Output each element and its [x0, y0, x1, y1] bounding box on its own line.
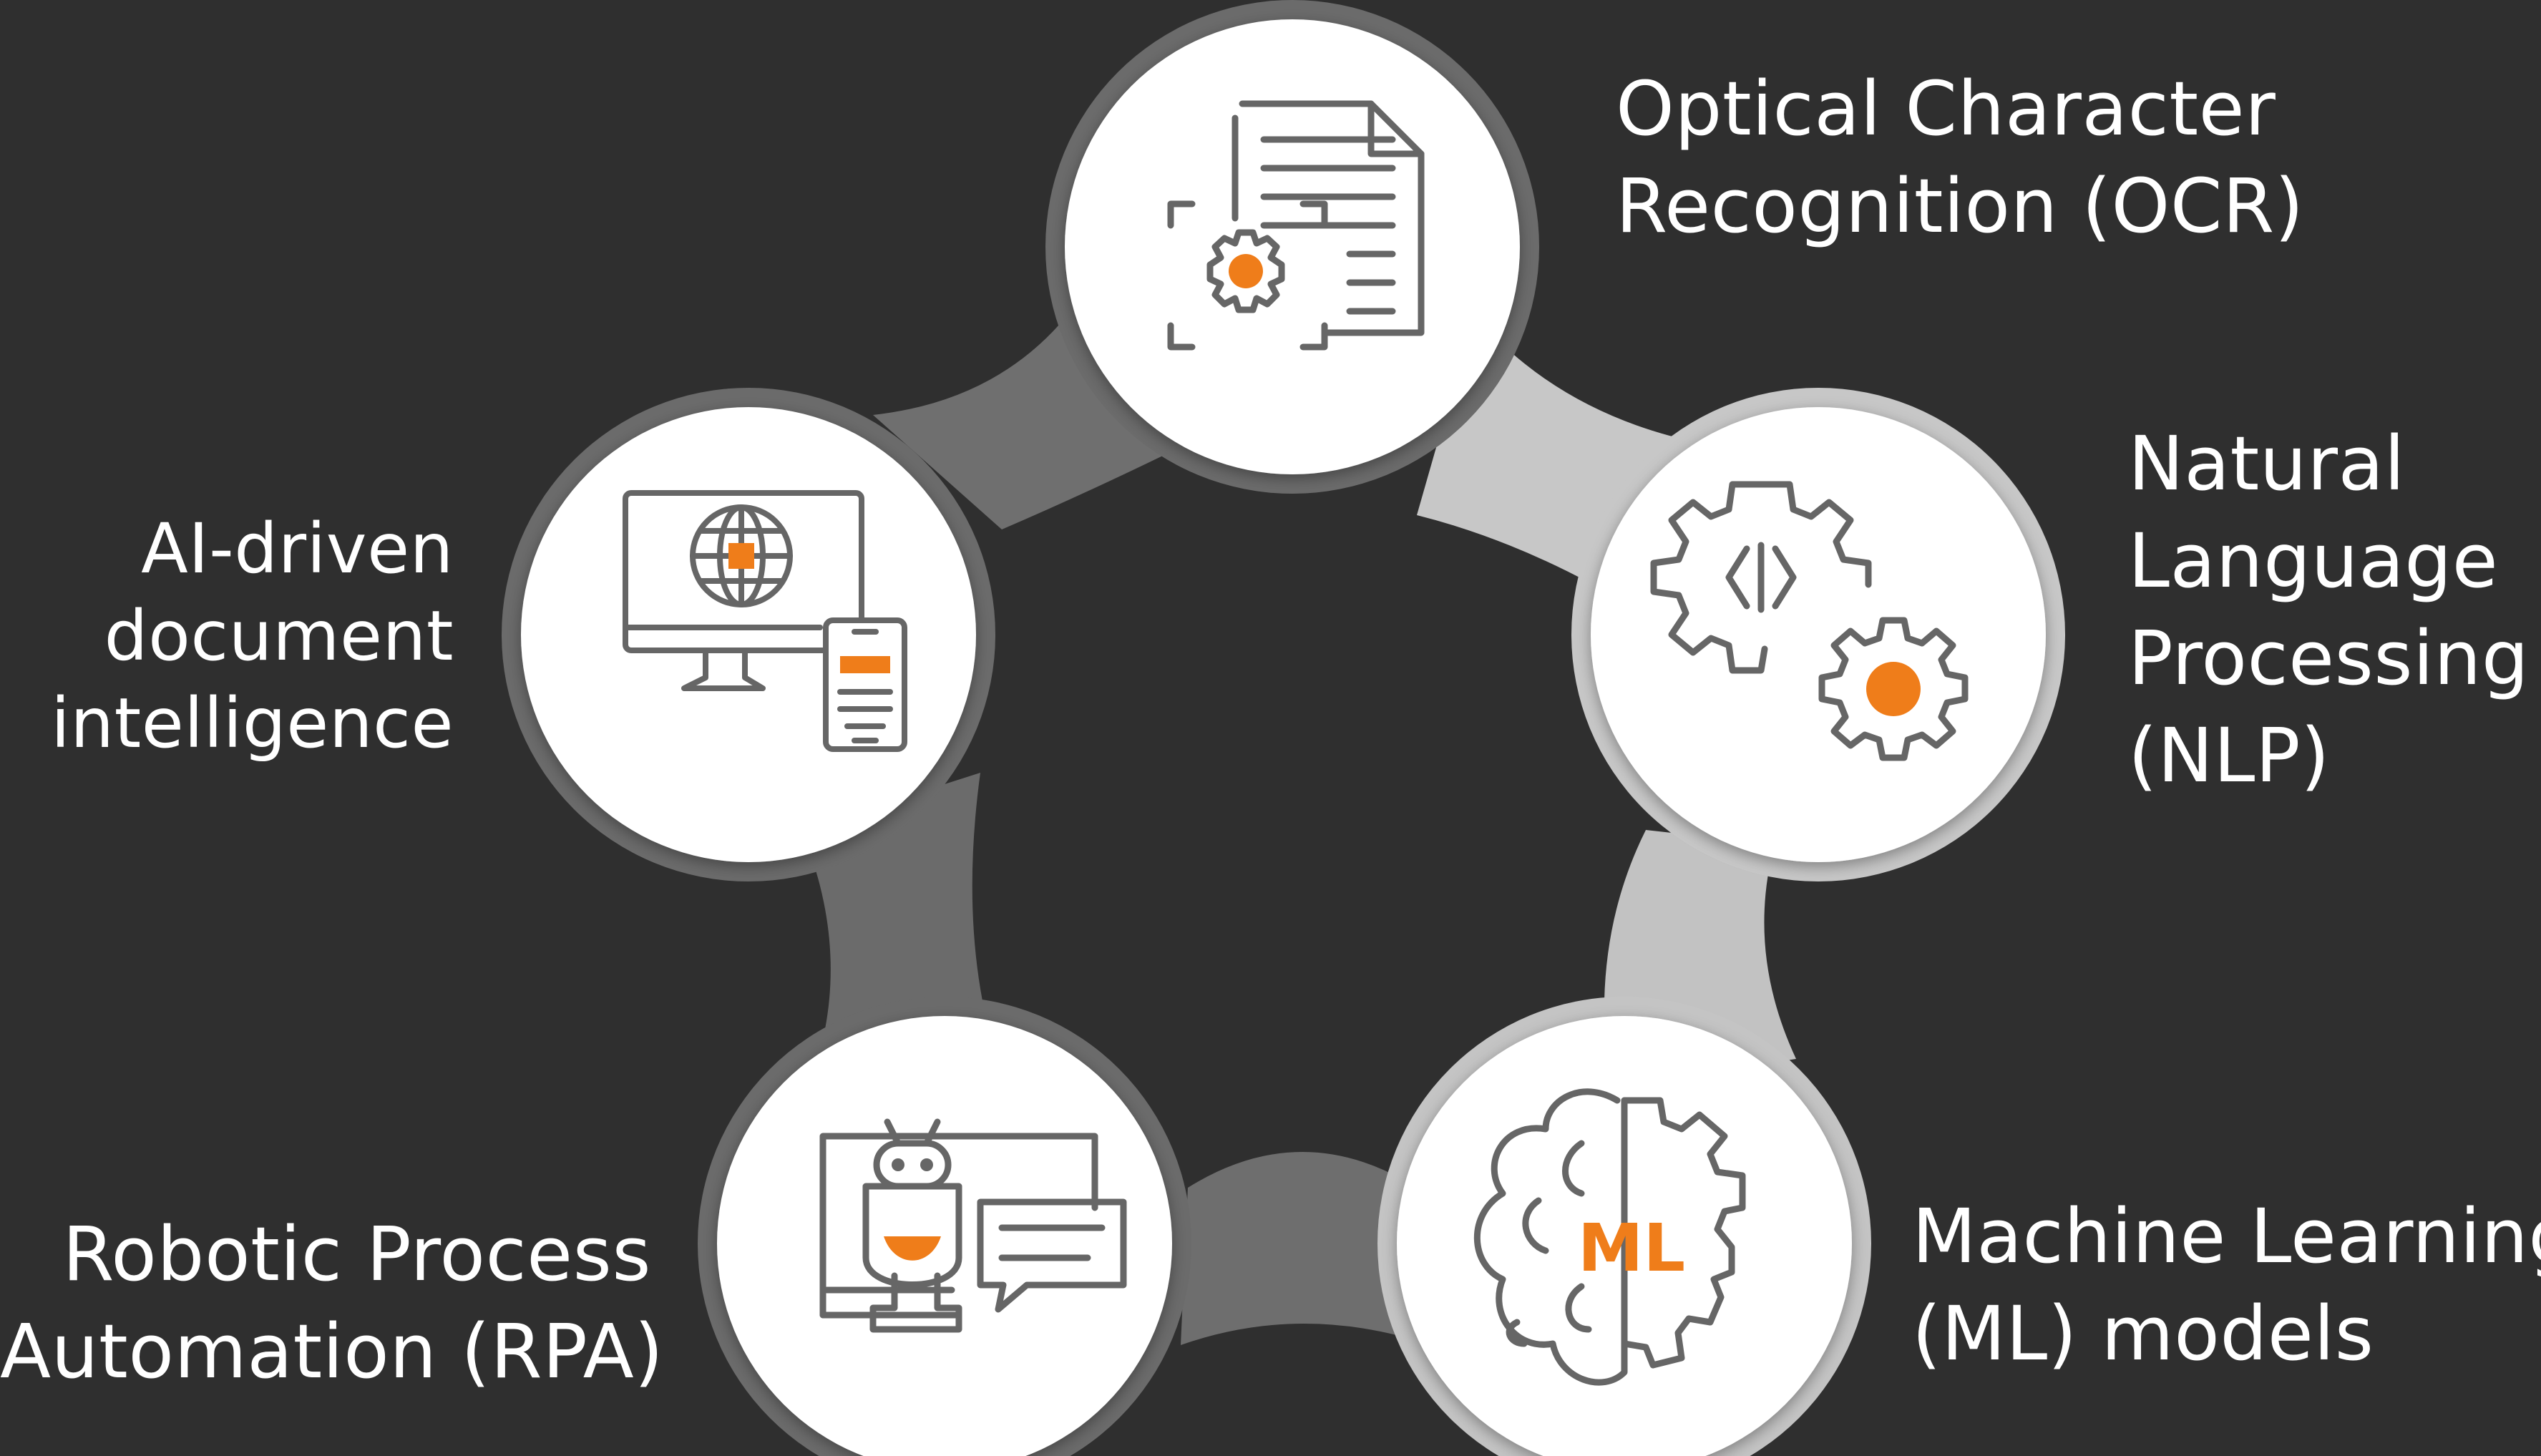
ml-icon-text: ML [1578, 1210, 1685, 1286]
brain-gear-icon: ML [1473, 1088, 1746, 1386]
label-nlp-line-4: (NLP) [2128, 712, 2331, 799]
label-ai: AI-driven document intelligence [0, 505, 454, 767]
label-ai-line-3: intelligence [51, 683, 454, 763]
label-nlp-line-2: Language [2128, 517, 2499, 605]
label-ml-line-2: (ML) models [1912, 1290, 2374, 1377]
label-ai-line-1: AI-driven [141, 509, 454, 589]
label-nlp: Natural Language Processing (NLP) [2128, 415, 2529, 804]
disc-rpa [717, 1016, 1172, 1456]
document-scan-gear-icon [1167, 100, 1425, 351]
monitor-robot-chat-icon [819, 1118, 1127, 1333]
label-ocr-line-1: Optical Character [1616, 65, 2276, 152]
label-rpa: Robotic Process Automation (RPA) [0, 1206, 664, 1400]
label-ml-line-1: Machine Learning [1912, 1193, 2541, 1280]
label-nlp-line-3: Processing [2128, 615, 2530, 702]
monitor-globe-phone-icon [623, 490, 907, 752]
disc-nlp [1591, 407, 2046, 862]
label-ocr-line-2: Recognition (OCR) [1616, 162, 2304, 250]
label-nlp-line-1: Natural [2128, 420, 2406, 507]
connector-ml-rpa [1181, 1152, 1431, 1345]
disc-ai [521, 407, 976, 862]
label-ml: Machine Learning (ML) models [1912, 1188, 2541, 1382]
label-rpa-line-1: Robotic Process [62, 1211, 651, 1298]
label-rpa-line-2: Automation (RPA) [0, 1308, 664, 1395]
gears-code-icon [1650, 481, 1969, 761]
disc-ocr [1065, 19, 1520, 474]
label-ocr: Optical Character Recognition (OCR) [1616, 60, 2304, 255]
label-ai-line-2: document [104, 596, 454, 676]
